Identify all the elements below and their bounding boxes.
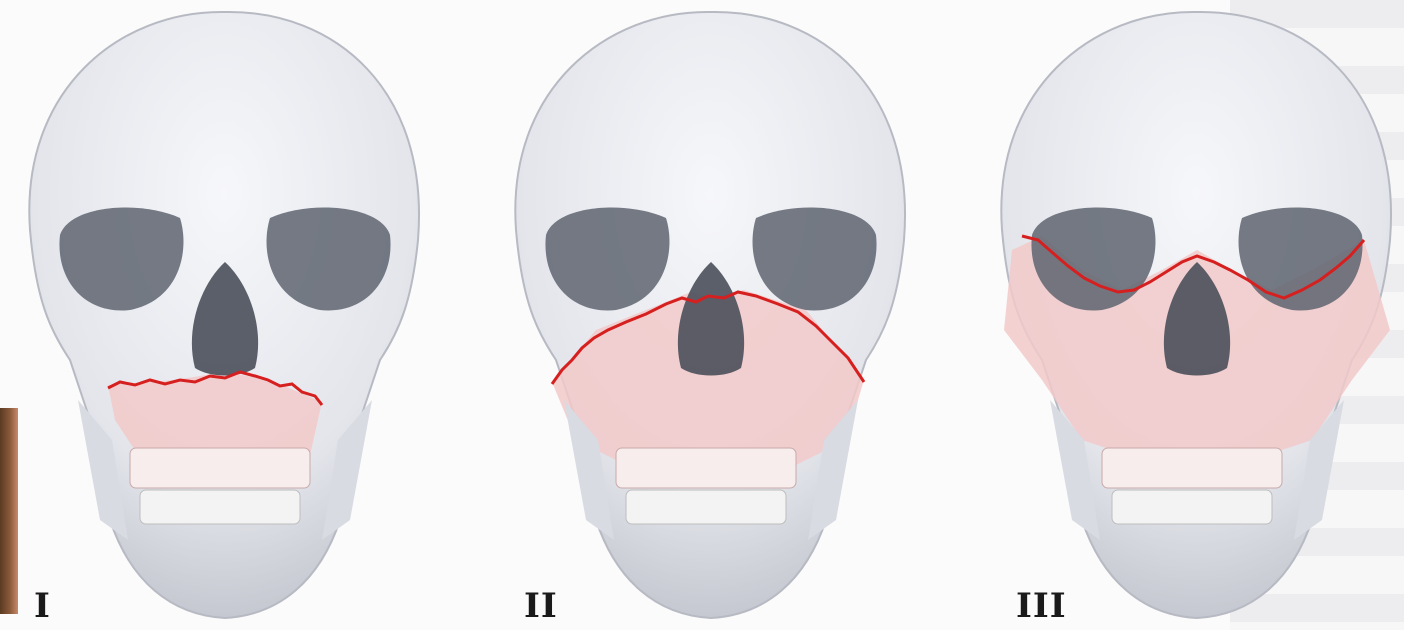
skull-1 — [0, 0, 460, 630]
panel-label: III — [1016, 586, 1067, 626]
panel-label: I — [34, 586, 51, 626]
panel-2: II — [486, 0, 986, 630]
skull-3 — [972, 0, 1404, 630]
panel-3: III — [972, 0, 1404, 630]
panel-1: I — [0, 0, 500, 630]
skull-2 — [486, 0, 946, 630]
panel-label: II — [524, 586, 558, 626]
teeth — [130, 448, 310, 524]
teeth — [1102, 448, 1282, 524]
teeth — [616, 448, 796, 524]
